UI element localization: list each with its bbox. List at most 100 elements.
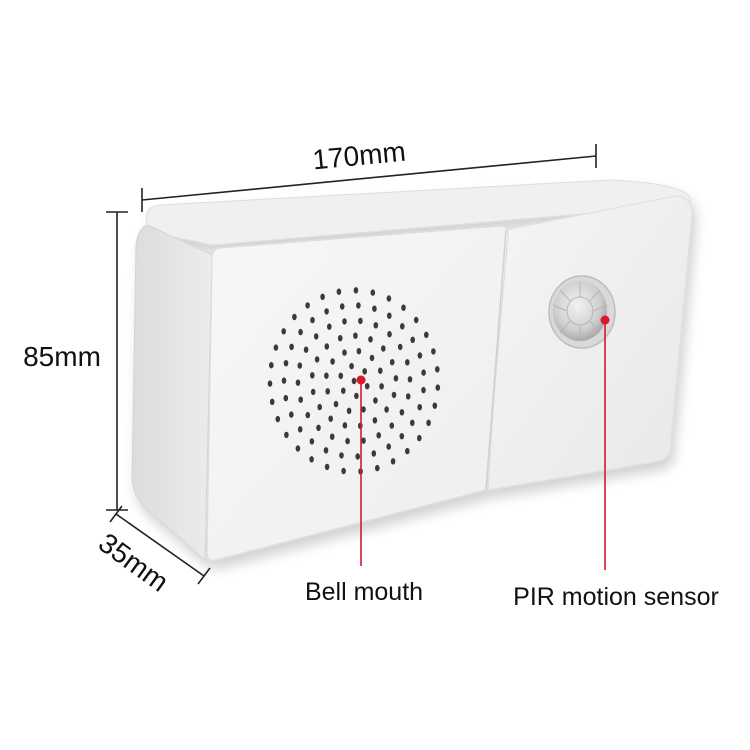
grille-hole	[317, 403, 323, 411]
grille-hole	[358, 317, 363, 325]
grille-hole	[387, 312, 392, 319]
grille-hole	[393, 375, 399, 382]
grille-hole	[341, 467, 346, 475]
grille-hole	[435, 366, 440, 373]
grille-hole	[314, 356, 320, 363]
grille-hole	[353, 332, 358, 339]
grille-hole	[310, 316, 315, 324]
grille-hole	[399, 409, 405, 416]
depth-dimension-label: 35mm	[93, 527, 174, 598]
grille-hole	[381, 345, 386, 352]
grille-hole	[401, 304, 406, 311]
grille-hole	[399, 433, 405, 440]
grille-hole	[371, 450, 377, 457]
grille-hole	[342, 349, 347, 356]
height-dimension-label: 85mm	[23, 341, 101, 372]
grille-hole	[325, 388, 331, 395]
grille-hole	[353, 287, 359, 294]
doorbell-device	[131, 179, 693, 562]
height-dimension	[106, 211, 128, 511]
grille-hole	[364, 383, 370, 390]
grille-hole	[283, 394, 289, 402]
grille-hole	[410, 336, 416, 343]
grille-hole	[297, 362, 303, 369]
grille-hole	[342, 422, 348, 429]
grille-hole	[356, 302, 361, 309]
bell-mouth-callout	[356, 375, 366, 566]
bell-mouth-marker	[356, 375, 366, 385]
grille-hole	[273, 344, 279, 351]
grille-hole	[305, 411, 311, 419]
grille-hole	[372, 305, 377, 312]
grille-hole	[386, 443, 392, 450]
grille-hole	[295, 379, 301, 386]
pir-sensor-callout	[600, 315, 610, 570]
depth-dimension	[109, 505, 211, 585]
grille-hole	[421, 369, 426, 376]
grille-hole	[289, 343, 294, 350]
grille-hole	[328, 415, 334, 422]
grille-hole	[323, 447, 329, 454]
grille-hole	[417, 352, 423, 359]
grille-hole	[338, 372, 344, 379]
grille-hole	[361, 406, 366, 413]
grille-hole	[372, 417, 378, 424]
grille-hole	[349, 362, 354, 370]
width-dimension	[141, 144, 597, 212]
grille-hole	[370, 289, 376, 296]
grille-hole	[405, 393, 411, 400]
grille-hole	[397, 343, 403, 351]
grille-hole	[379, 383, 384, 390]
grille-hole	[373, 397, 378, 404]
grille-hole	[339, 303, 345, 310]
grille-hole	[375, 464, 380, 472]
grille-hole	[413, 316, 419, 324]
grille-hole	[351, 377, 357, 385]
grille-hole	[421, 386, 426, 394]
grille-hole	[336, 288, 342, 295]
grille-hole	[354, 392, 359, 400]
grille-hole	[324, 372, 329, 379]
grille-hole	[362, 368, 368, 375]
pir-sensor-marker	[600, 315, 610, 325]
grille-hole	[303, 346, 309, 353]
grille-hole	[310, 372, 315, 379]
grille-hole	[345, 437, 350, 445]
grille-hole	[410, 419, 415, 426]
grille-hole	[324, 308, 329, 315]
grille-hole	[432, 402, 438, 409]
grille-hole	[297, 426, 303, 433]
grille-hole	[355, 453, 361, 460]
grille-hole	[309, 438, 315, 445]
grille-hole	[368, 336, 373, 343]
grille-hole	[405, 447, 410, 455]
width-dimension-label: 170mm	[311, 136, 407, 176]
grille-hole	[337, 335, 343, 342]
grille-hole	[339, 452, 344, 459]
grille-hole	[281, 328, 287, 335]
grille-hole	[310, 388, 316, 396]
grille-hole	[391, 391, 397, 399]
grille-hole	[376, 432, 382, 439]
grille-hole	[389, 422, 395, 429]
grille-hole	[281, 377, 287, 384]
grille-hole	[269, 398, 275, 405]
grille-hole	[333, 400, 339, 408]
grille-hole	[346, 407, 352, 414]
grille-hole	[390, 458, 396, 465]
grille-hole	[313, 333, 319, 340]
grille-hole	[369, 354, 375, 362]
grille-hole	[435, 384, 441, 391]
grille-hole	[316, 424, 321, 431]
grille-hole	[424, 331, 429, 338]
grille-hole	[329, 433, 335, 440]
grille-hole	[417, 434, 422, 442]
grille-hole	[341, 387, 346, 394]
grille-hole	[320, 293, 325, 300]
grille-hole	[405, 359, 410, 366]
device-left-side	[131, 224, 213, 562]
grille-hole	[292, 313, 297, 321]
grille-hole	[275, 415, 281, 423]
grille-hole	[324, 343, 330, 350]
